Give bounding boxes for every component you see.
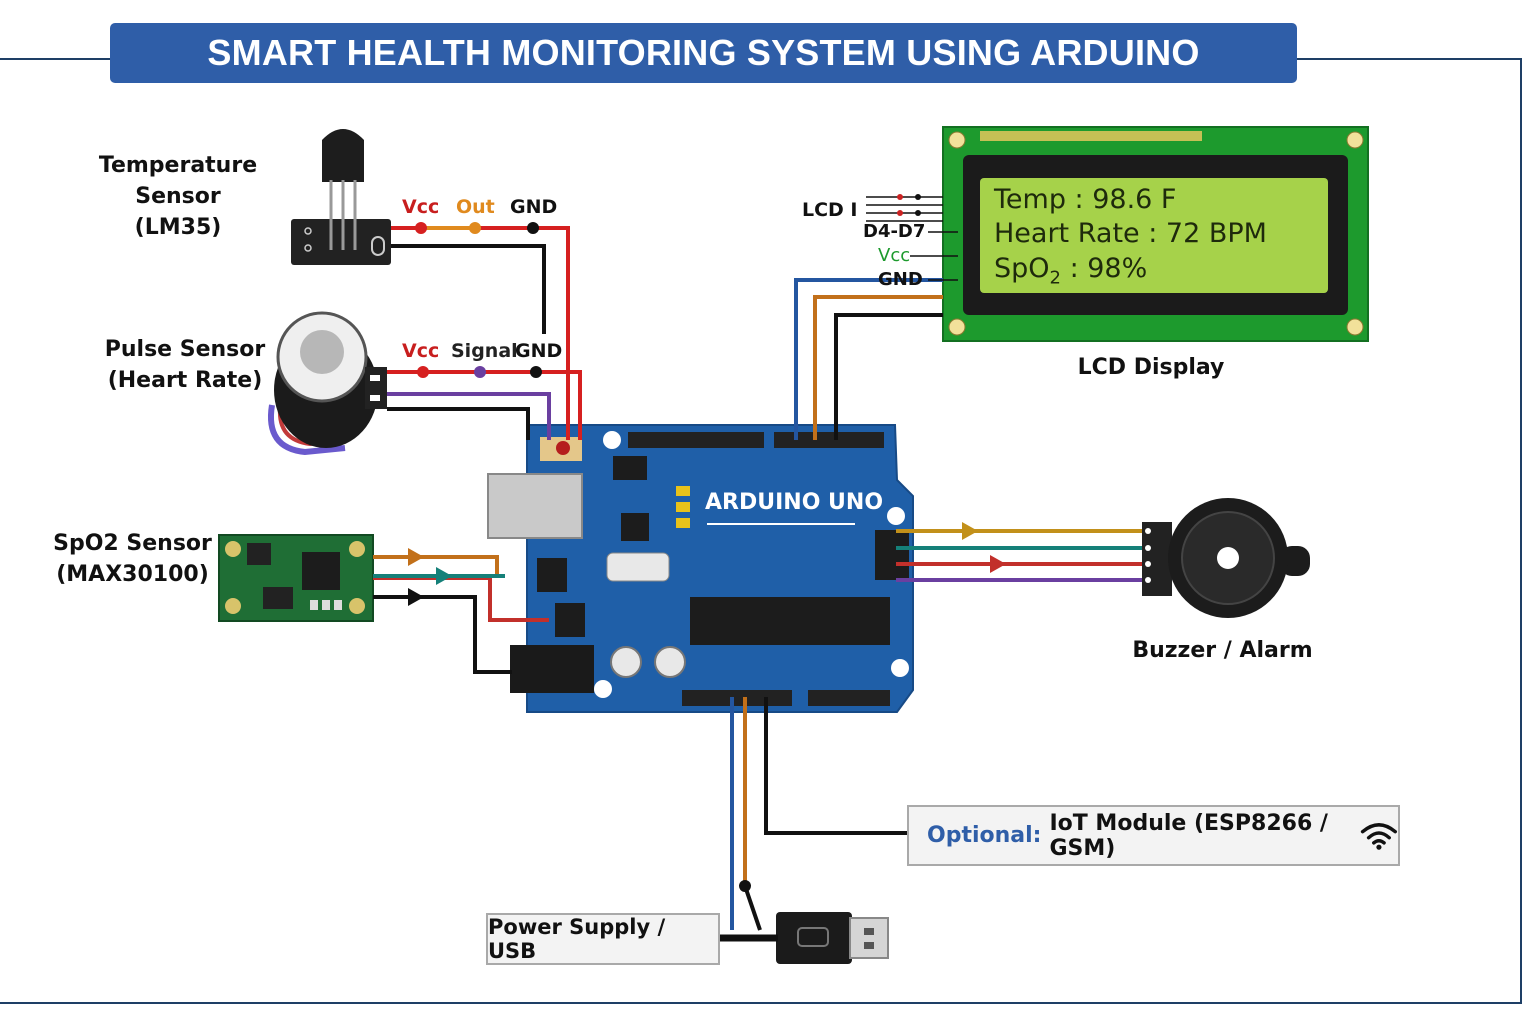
iot-module-label: IoT Module (ESP8266 / GSM) [1049,810,1328,861]
power-iot-wires [730,697,908,931]
pulse-pin-signal: Signal [451,340,518,362]
temperature-sensor-name: Temperature Sensor [98,153,258,209]
spo2-sensor-model: (MAX30100) [56,562,209,587]
pulse-sensor [268,311,387,456]
spo2-sensor-name: SpO2 Sensor [53,531,212,556]
power-supply-box: Power Supply / USB [486,913,720,965]
pulse-sensor-label: Pulse Sensor (Heart Rate) [90,334,280,396]
buzzer [1142,498,1310,618]
spo2-wires [373,548,549,674]
lcd-spo2-suffix: : 98% [1060,253,1148,284]
lcd-pin-gnd: GND [878,269,923,290]
lcd-spo2-prefix: SpO [994,253,1050,284]
lcd-line-heart-rate: Heart Rate : 72 BPM [994,218,1267,249]
arduino-label: ARDUINO UNO [705,490,884,515]
iot-optional-label: Optional: [927,823,1042,848]
pulse-sensor-name: Pulse Sensor [104,337,266,362]
usb-connector [718,912,889,964]
spo2-sensor-label: SpO2 Sensor (MAX30100) [45,528,220,590]
lcd-spo2-subscript: 2 [1049,267,1061,289]
temp-pin-vcc: Vcc [402,196,440,218]
temperature-sensor [291,129,391,265]
lcd-display-label: LCD Display [1077,355,1225,380]
iot-module-box: Optional: IoT Module (ESP8266 / GSM) [907,805,1400,866]
wifi-icon [1361,822,1398,850]
diagram-title: SMART HEALTH MONITORING SYSTEM USING ARD… [110,23,1297,83]
lcd-pin-lcd: LCD I [802,199,858,221]
power-supply-label: Power Supply / USB [488,915,666,963]
lcd-module [942,126,1369,342]
lcd-pin-vcc: Vcc [878,245,911,266]
pulse-pin-gnd: GND [515,340,563,362]
lcd-line-spo2: SpO2 : 98% [994,253,1147,288]
buzzer-wires [896,522,1151,583]
pulse-pin-vcc: Vcc [402,340,440,362]
temp-pin-gnd: GND [510,196,558,218]
lcd-pin-d4d7: D4-D7 [863,221,926,242]
pulse-sensor-model: (Heart Rate) [107,368,263,393]
lcd-line-temp: Temp : 98.6 F [994,184,1177,215]
temperature-wires [391,222,570,440]
buzzer-label: Buzzer / Alarm [1132,638,1313,663]
lcd-wires [794,194,958,440]
temp-pin-out: Out [456,196,495,218]
arduino-board [487,424,914,713]
pulse-wires [387,366,582,440]
temperature-sensor-label: Temperature Sensor (LM35) [58,150,298,243]
temperature-sensor-model: (LM35) [134,215,222,240]
spo2-sensor [218,534,374,622]
